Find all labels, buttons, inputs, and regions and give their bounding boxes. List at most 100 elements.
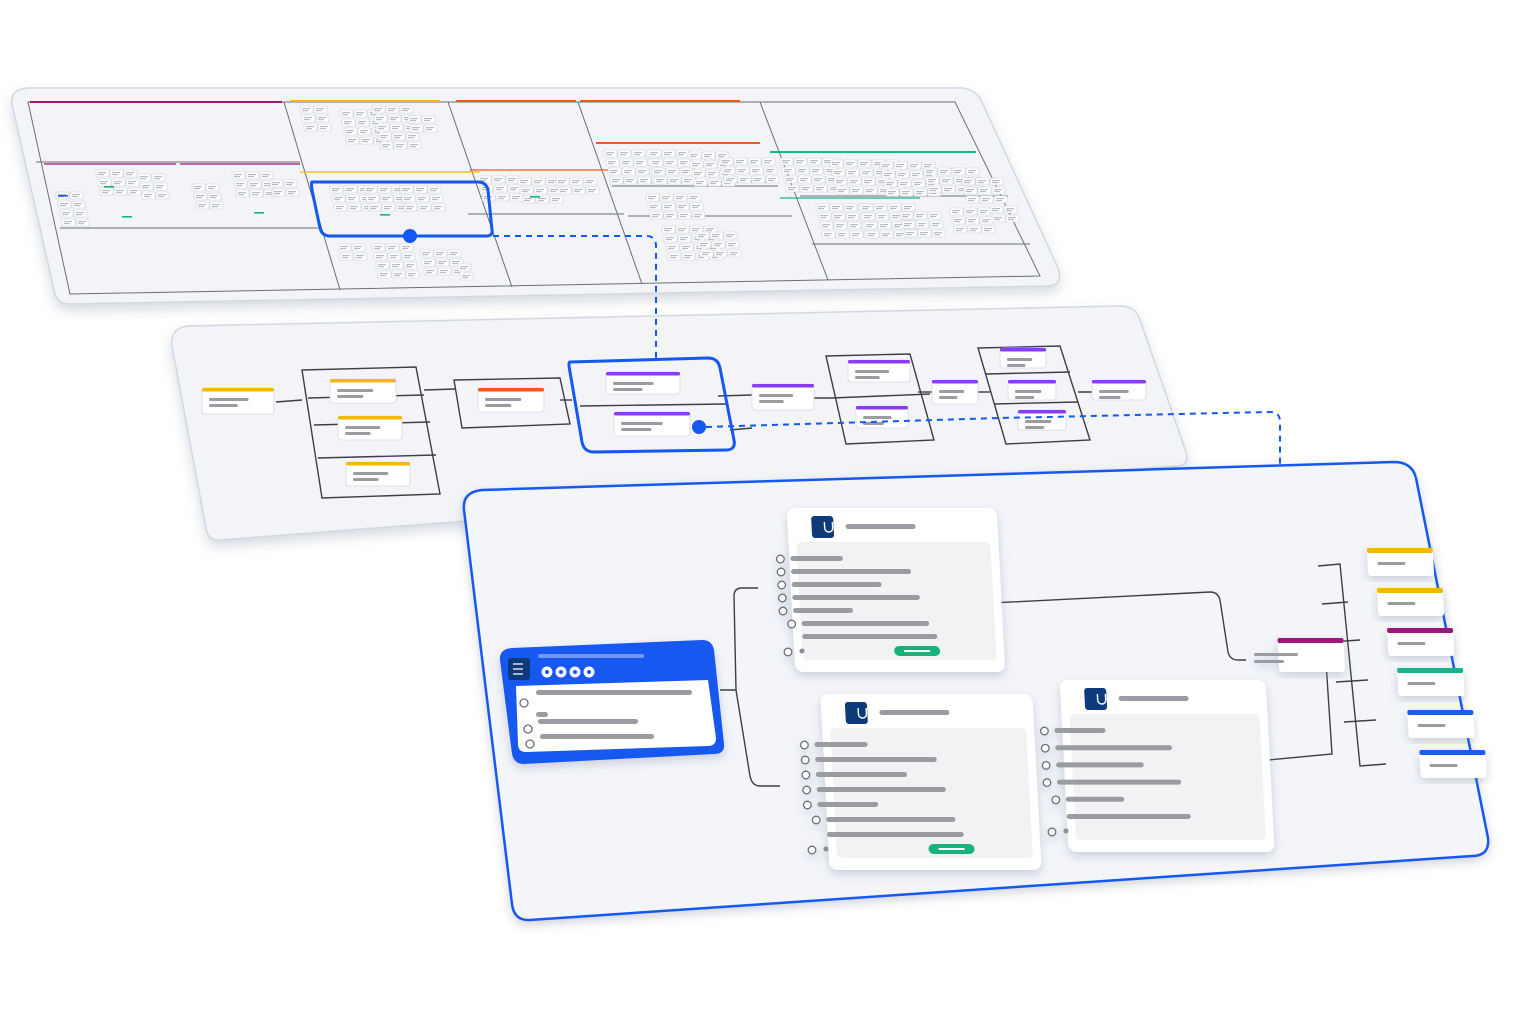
mini-card: [409, 124, 424, 133]
mini-card: [861, 212, 876, 221]
mini-card: [621, 167, 636, 176]
approval-option[interactable]: [811, 815, 821, 825]
mini-card: [69, 191, 84, 200]
mini-card: [691, 211, 706, 220]
mini-card: [667, 176, 682, 185]
approval-option[interactable]: [1040, 743, 1050, 753]
mini-card: [125, 178, 140, 187]
trigger-control-button[interactable]: [555, 666, 567, 678]
mini-card: [389, 261, 404, 270]
approval-option[interactable]: [800, 755, 810, 765]
mini-card: [531, 177, 546, 186]
outcome-card[interactable]: [1407, 710, 1475, 738]
middle-step-card[interactable]: [345, 461, 411, 487]
approval-option[interactable]: [775, 554, 785, 564]
approval-option[interactable]: [802, 785, 812, 795]
approval-option[interactable]: [1051, 795, 1061, 805]
mini-card: [249, 189, 264, 198]
mini-card: [865, 230, 880, 239]
approval-option[interactable]: [776, 567, 786, 577]
approval-option[interactable]: [778, 606, 788, 616]
mini-card: [981, 225, 996, 234]
middle-step-card[interactable]: [477, 387, 545, 413]
middle-step-card[interactable]: [931, 379, 979, 405]
mini-card: [109, 169, 124, 178]
trigger-control-button[interactable]: [541, 666, 553, 678]
middle-step-card[interactable]: [855, 405, 909, 429]
mini-card: [1005, 214, 1020, 223]
merge-card[interactable]: [1254, 638, 1346, 672]
outcome-card[interactable]: [1387, 628, 1455, 656]
mini-card: [247, 180, 262, 189]
mini-card: [373, 252, 388, 261]
mini-card: [941, 185, 956, 194]
mini-card: [829, 159, 844, 168]
mini-card: [353, 252, 368, 261]
mini-card: [387, 114, 402, 123]
mini-card: [699, 249, 714, 258]
approval-option[interactable]: [801, 770, 811, 780]
middle-step-card[interactable]: [999, 347, 1047, 369]
mini-card: [389, 123, 404, 132]
approval-option[interactable]: [1039, 726, 1049, 736]
approval-option[interactable]: [777, 593, 787, 603]
trigger-control-button[interactable]: [569, 666, 581, 678]
mini-status-mark: [58, 195, 68, 197]
mini-card: [417, 203, 432, 212]
middle-selection-anchor: [692, 420, 706, 434]
mini-card: [873, 203, 888, 212]
middle-step-card[interactable]: [847, 359, 911, 383]
approval-option[interactable]: [807, 845, 817, 855]
mini-card: [901, 220, 916, 229]
approval-option[interactable]: [787, 619, 797, 629]
approval-card[interactable]: [775, 508, 1006, 672]
mini-card: [737, 175, 752, 184]
approval-card[interactable]: [1039, 680, 1275, 852]
outcome-card[interactable]: [1397, 668, 1465, 696]
approval-option[interactable]: [802, 800, 812, 810]
mini-card: [379, 194, 394, 203]
trigger-control-button[interactable]: [583, 666, 595, 678]
mini-card: [991, 186, 1006, 195]
mini-card: [391, 132, 406, 141]
middle-step-card[interactable]: [751, 383, 815, 411]
mini-card: [951, 216, 966, 225]
outcome-card[interactable]: [1419, 750, 1487, 778]
mini-card: [329, 185, 344, 194]
mini-card: [155, 191, 170, 200]
mini-card: [663, 211, 678, 220]
mini-status-mark: [530, 196, 540, 198]
middle-step-card[interactable]: [613, 411, 691, 437]
middle-step-card[interactable]: [605, 371, 681, 395]
mini-card: [689, 202, 704, 211]
approval-option[interactable]: [777, 580, 787, 590]
approval-option[interactable]: [783, 647, 793, 657]
mini-card: [605, 158, 620, 167]
approval-option[interactable]: [1042, 778, 1052, 788]
mini-card: [399, 105, 414, 114]
approval-card[interactable]: [799, 694, 1042, 870]
middle-step-card[interactable]: [1091, 379, 1147, 401]
mini-card: [893, 161, 908, 170]
mini-card: [829, 203, 844, 212]
mini-card: [403, 203, 418, 212]
middle-step-card[interactable]: [329, 378, 397, 404]
approval-option[interactable]: [799, 740, 809, 750]
approval-option[interactable]: [1041, 760, 1051, 770]
middle-step-card[interactable]: [201, 387, 275, 415]
mini-card: [689, 160, 704, 169]
mini-card: [457, 263, 472, 272]
mini-card: [385, 105, 400, 114]
middle-step-card[interactable]: [1007, 379, 1057, 401]
mini-card: [951, 167, 966, 176]
outcome-card[interactable]: [1366, 548, 1435, 576]
outcome-card[interactable]: [1376, 588, 1445, 616]
middle-step-card[interactable]: [1017, 409, 1067, 431]
mini-card: [337, 243, 352, 252]
middle-step-card[interactable]: [337, 415, 403, 441]
mini-card: [447, 249, 462, 258]
approval-option[interactable]: [1047, 827, 1057, 837]
mini-card: [911, 179, 926, 188]
mini-card: [747, 157, 762, 166]
